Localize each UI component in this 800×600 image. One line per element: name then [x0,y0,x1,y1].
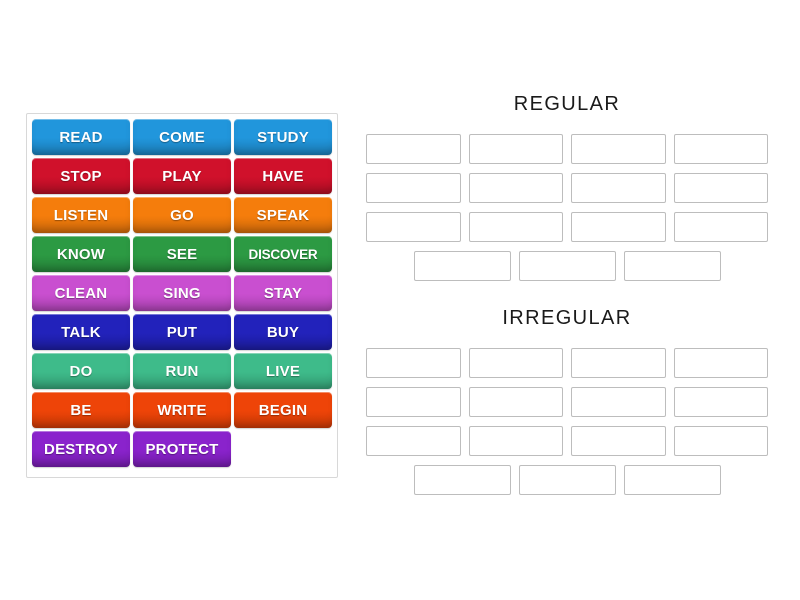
word-tile-destroy[interactable]: DESTROY [32,431,130,467]
word-tile-clean[interactable]: CLEAN [32,275,130,311]
drop-zone-regular-3[interactable] [571,134,666,164]
drop-zone-regular-11[interactable] [571,212,666,242]
drop-zone-regular-8[interactable] [673,173,768,203]
word-tile-see[interactable]: SEE [133,236,231,272]
word-tile-read[interactable]: READ [32,119,130,155]
group-title-irregular: IRREGULAR [502,307,632,329]
drop-zone-regular-5[interactable] [366,173,461,203]
word-tile-empty-slot [234,431,332,467]
drop-zone-irregular-14[interactable] [518,465,616,495]
group-irregular: IRREGULAR [366,306,768,504]
drop-zone-row [366,173,768,203]
word-tile-go[interactable]: GO [133,197,231,233]
drop-zone-stack-regular [366,134,768,281]
drop-zone-row [366,387,768,417]
drop-zone-regular-12[interactable] [673,212,768,242]
drop-zone-row [366,465,768,495]
drop-zone-irregular-15[interactable] [623,465,721,495]
drop-zone-irregular-13[interactable] [413,465,511,495]
word-tile-begin[interactable]: BEGIN [234,392,332,428]
drop-zone-irregular-1[interactable] [366,348,461,378]
word-tile-play[interactable]: PLAY [133,158,231,194]
drop-zone-regular-15[interactable] [623,251,721,281]
drop-zone-row [366,426,768,456]
word-tile-stay[interactable]: STAY [234,275,332,311]
drop-zone-regular-14[interactable] [518,251,616,281]
word-tile-put[interactable]: PUT [133,314,231,350]
word-tile-study[interactable]: STUDY [234,119,332,155]
drop-zone-irregular-5[interactable] [366,387,461,417]
drop-zone-irregular-7[interactable] [571,387,666,417]
drop-zone-irregular-3[interactable] [571,348,666,378]
drop-zone-row [366,251,768,281]
word-tile-talk[interactable]: TALK [32,314,130,350]
drop-zone-irregular-9[interactable] [366,426,461,456]
drop-zone-irregular-4[interactable] [673,348,768,378]
drop-zone-irregular-12[interactable] [673,426,768,456]
drop-zone-regular-9[interactable] [366,212,461,242]
group-regular: REGULAR [366,92,768,290]
word-tile-protect[interactable]: PROTECT [133,431,231,467]
drop-zone-row [366,134,768,164]
word-tile-do[interactable]: DO [32,353,130,389]
drop-zone-regular-7[interactable] [571,173,666,203]
drop-zone-row [366,212,768,242]
word-tile-discover[interactable]: DISCOVER [234,236,332,272]
drop-zone-irregular-10[interactable] [468,426,563,456]
word-tile-write[interactable]: WRITE [133,392,231,428]
drop-zone-regular-4[interactable] [673,134,768,164]
drop-zone-irregular-11[interactable] [571,426,666,456]
drop-zone-regular-1[interactable] [366,134,461,164]
word-tile-live[interactable]: LIVE [234,353,332,389]
word-tile-buy[interactable]: BUY [234,314,332,350]
word-tile-stop[interactable]: STOP [32,158,130,194]
drop-zone-row [366,348,768,378]
drop-zone-regular-10[interactable] [468,212,563,242]
word-tile-speak[interactable]: SPEAK [234,197,332,233]
word-tile-be[interactable]: BE [32,392,130,428]
drop-zone-regular-2[interactable] [468,134,563,164]
drop-zone-irregular-8[interactable] [673,387,768,417]
word-tile-come[interactable]: COME [133,119,231,155]
word-tile-have[interactable]: HAVE [234,158,332,194]
drop-zone-regular-6[interactable] [468,173,563,203]
drop-zone-irregular-6[interactable] [468,387,563,417]
drop-zone-irregular-2[interactable] [468,348,563,378]
group-title-regular: REGULAR [513,93,621,115]
drop-zone-regular-13[interactable] [413,251,511,281]
word-tile-run[interactable]: RUN [133,353,231,389]
word-tile-listen[interactable]: LISTEN [32,197,130,233]
word-tile-sing[interactable]: SING [133,275,231,311]
drop-zone-stack-irregular [366,348,768,495]
word-tile-know[interactable]: KNOW [32,236,130,272]
